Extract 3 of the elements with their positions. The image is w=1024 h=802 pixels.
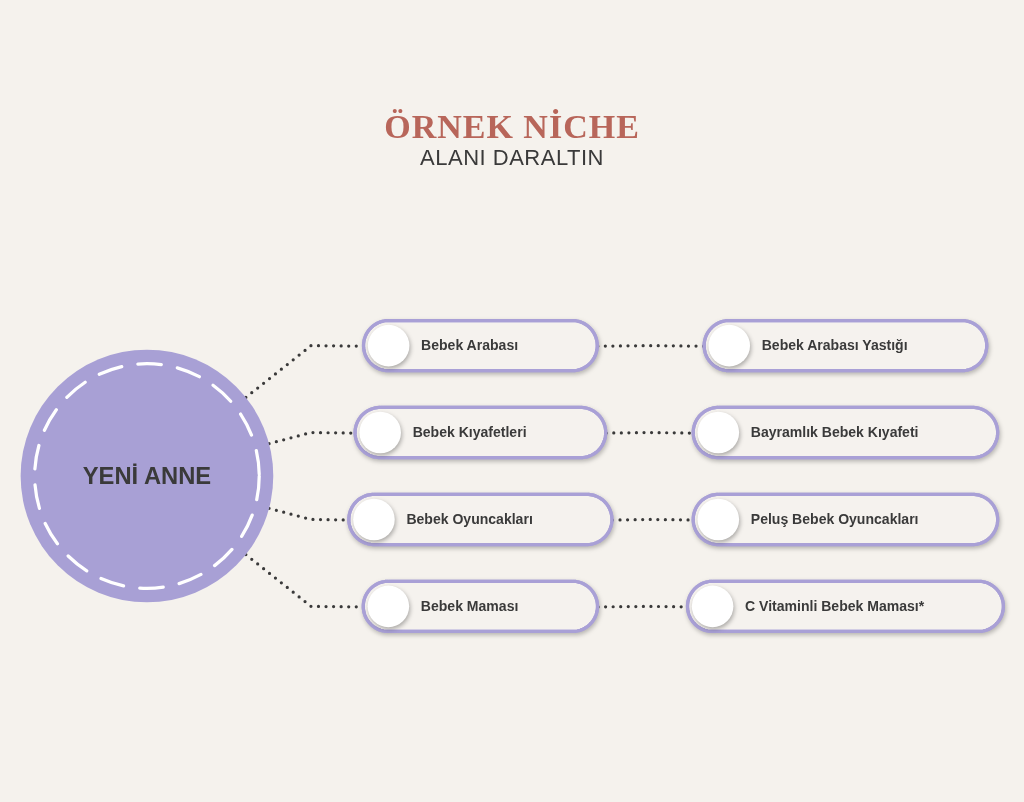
subtitle: ALANI DARALTIN — [420, 144, 604, 172]
title: ÖRNEK NİCHE — [384, 108, 640, 146]
node-circle: YENİ ANNE — [20, 349, 274, 603]
